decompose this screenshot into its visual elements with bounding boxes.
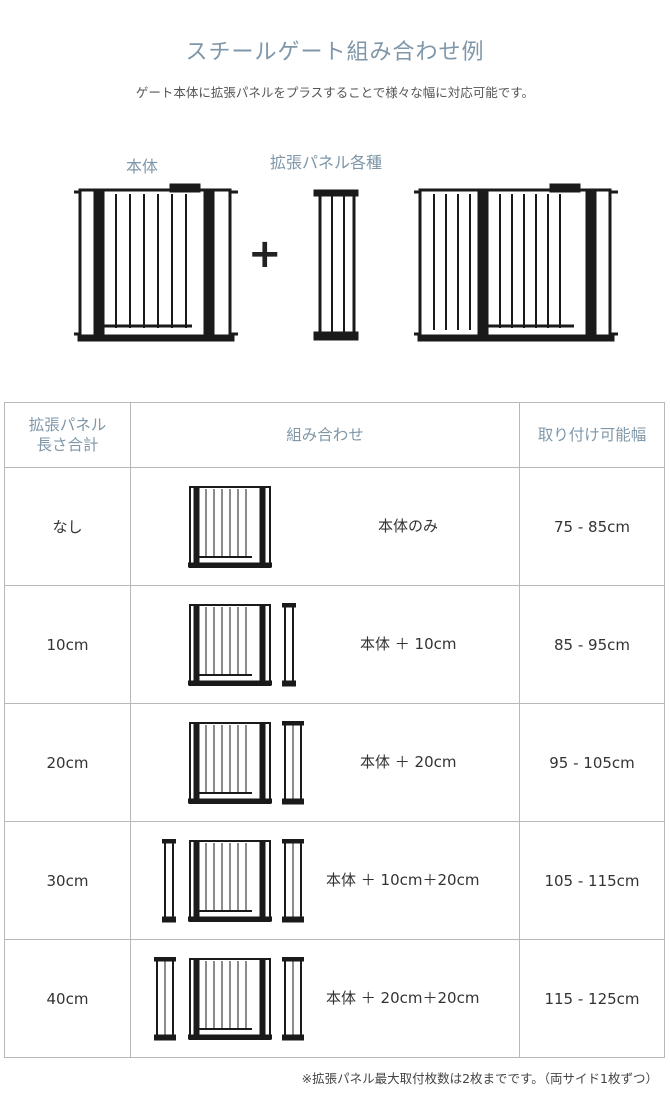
main-gate-thumbnail <box>188 604 272 686</box>
cell-width: 115 - 125cm <box>519 939 665 1058</box>
extension-panel-thumbnail <box>162 839 176 923</box>
main-gate-thumbnail <box>188 958 272 1040</box>
header-width: 取り付け可能幅 <box>519 402 665 468</box>
table-row: なし 本体のみ 75 - 85cm <box>4 467 665 586</box>
cell-width: 85 - 95cm <box>519 585 665 704</box>
extension-panel-image <box>313 189 359 341</box>
page-title: スチールゲート組み合わせ例 <box>185 40 485 65</box>
extension-panel-thumbnail <box>282 839 304 923</box>
main-gate-thumbnail <box>188 486 272 568</box>
cell-combination: 本体のみ <box>130 467 520 586</box>
cell-width: 105 - 115cm <box>519 821 665 940</box>
combination-label: 本体のみ <box>378 517 439 535</box>
table-row: 40cm <box>4 939 665 1058</box>
extension-panel-thumbnail <box>282 721 304 805</box>
cell-length: 20cm <box>4 703 131 822</box>
cell-combination: 本体 ＋ 20cm＋20cm <box>130 939 520 1058</box>
main-gate-label: 本体 <box>126 157 159 176</box>
cell-combination: 本体 ＋ 10cm <box>130 585 520 704</box>
extension-panel-thumbnail <box>282 957 304 1041</box>
table-row: 30cm <box>4 821 665 940</box>
table-row: 20cm <box>4 703 665 822</box>
main-gate-thumbnail <box>188 722 272 804</box>
cell-length: 10cm <box>4 585 131 704</box>
cell-length: 40cm <box>4 939 131 1058</box>
cell-combination: 本体 ＋ 10cm＋20cm <box>130 821 520 940</box>
cell-width: 95 - 105cm <box>519 703 665 822</box>
extension-panel-thumbnail <box>282 603 296 687</box>
header-panel-length-line1: 拡張パネル <box>28 416 107 434</box>
combination-label: 本体 ＋ 20cm＋20cm <box>326 989 480 1007</box>
combination-table: 拡張パネル 長さ合計 組み合わせ 取り付け可能幅 なし <box>4 402 665 1058</box>
header-panel-length-line2: 長さ合計 <box>36 436 99 454</box>
footnote: ※拡張パネル最大取付枚数は2枚までです。（両サイド1枚ずつ） <box>301 1071 658 1086</box>
combination-label: 本体 ＋ 10cm＋20cm <box>326 871 480 889</box>
main-gate-image <box>74 183 238 342</box>
combination-label: 本体 ＋ 20cm <box>360 753 457 771</box>
header-panel-length: 拡張パネル 長さ合計 <box>4 402 131 468</box>
cell-length: なし <box>4 467 131 586</box>
cell-combination: 本体 ＋ 20cm <box>130 703 520 822</box>
table-row: 10cm <box>4 585 665 704</box>
cell-width: 75 - 85cm <box>519 467 665 586</box>
page-subtitle: ゲート本体に拡張パネルをプラスすることで様々な幅に対応可能です。 <box>135 85 535 100</box>
extension-panel-thumbnail <box>154 957 176 1041</box>
combination-label: 本体 ＋ 10cm <box>360 635 457 653</box>
plus-icon: + <box>248 231 282 277</box>
table-header-row: 拡張パネル 長さ合計 組み合わせ 取り付け可能幅 <box>4 402 665 468</box>
header-combination: 組み合わせ <box>130 402 520 468</box>
main-gate-thumbnail <box>188 840 272 922</box>
extension-panel-label: 拡張パネル各種 <box>270 153 383 172</box>
cell-length: 30cm <box>4 821 131 940</box>
combined-gate-image <box>414 183 618 342</box>
